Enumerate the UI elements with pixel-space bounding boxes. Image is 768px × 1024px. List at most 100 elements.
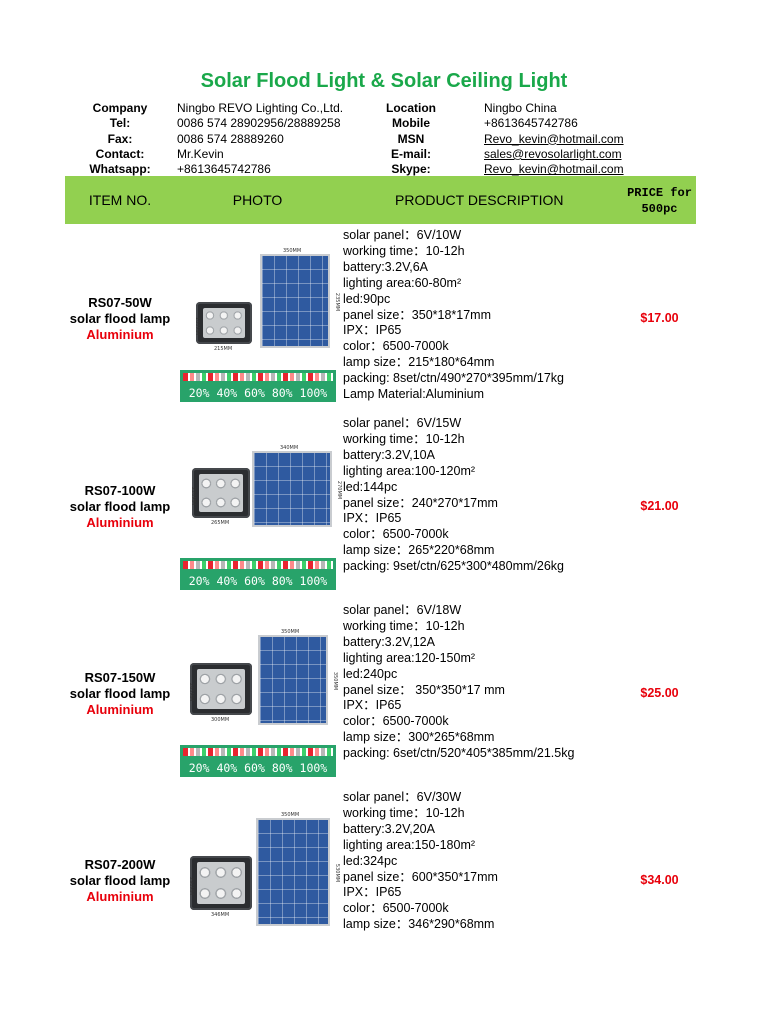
contact-row: Tel: 0086 574 28902956/28889258 Mobile +…	[64, 116, 704, 131]
contact-value: Mr.Kevin	[177, 146, 224, 161]
price-cell: $25.00	[640, 686, 679, 700]
contact-value: Ningbo China	[484, 101, 557, 115]
battery-level-strip: 20% 40% 60% 80% 100%	[180, 745, 336, 777]
contact-value: +8613645742786	[177, 162, 271, 177]
spec-line: lamp size：215*180*64mm	[343, 355, 495, 370]
contact-label: Contact:	[95, 146, 145, 161]
solar-panel-graphic	[258, 635, 328, 725]
spec-line: lamp size：265*220*68mm	[343, 543, 495, 558]
contact-label: Fax:	[107, 131, 133, 146]
spec-line: panel size：350*18*17mm	[343, 307, 492, 322]
item-material: Aluminium	[86, 702, 154, 717]
item-type: solar flood lamp	[69, 686, 171, 701]
spec-line: solar panel：6V/10W	[343, 228, 462, 242]
contact-label: E-mail:	[390, 146, 431, 161]
header-price-line2: 500pc	[641, 202, 678, 216]
spec-line: panel size： 350*350*17 mm	[343, 682, 505, 697]
solar-panel-graphic	[260, 254, 330, 348]
spec-line: battery:3.2V,12A	[343, 634, 435, 649]
spec-line: lighting area:120-150m²	[343, 650, 476, 665]
contact-label: Whatsapp:	[89, 162, 151, 177]
dimension-label: 270MM	[336, 480, 343, 500]
spec-line: solar panel：6V/15W	[343, 416, 462, 430]
spec-line: led:90pc	[343, 291, 391, 306]
email-link[interactable]: sales@revosolarlight.com	[484, 146, 622, 161]
item-model: RS07-150W	[84, 670, 156, 685]
battery-level-text: 20% 40% 60% 80% 100%	[188, 761, 328, 775]
table-header: ITEM NO. PHOTO PRODUCT DESCRIPTION PRICE…	[65, 176, 696, 224]
spec-line: working time：10-12h	[343, 243, 465, 258]
lamp-led-array	[199, 474, 243, 512]
page-title: Solar Flood Light & Solar Ceiling Light	[200, 70, 568, 92]
spec-line: lamp size：346*290*68mm	[343, 917, 495, 932]
header-item-no: ITEM NO.	[88, 192, 152, 208]
spec-line: IPX：IP65	[343, 511, 402, 526]
contact-value: +8613645742786	[484, 116, 578, 131]
spec-line: working time：10-12h	[343, 431, 465, 446]
lamp-led-array	[197, 669, 245, 709]
spec-line: battery:3.2V,20A	[343, 821, 435, 836]
spec-line: IPX：IP65	[343, 885, 402, 900]
contact-label: Location	[386, 101, 436, 115]
solar-panel-graphic	[252, 451, 332, 527]
spec-line: battery:3.2V,10A	[343, 447, 435, 462]
price-cell: $34.00	[640, 873, 679, 887]
contact-row: Company Ningbo REVO Lighting Co.,Ltd. Lo…	[64, 101, 704, 116]
spec-line: lamp size：300*265*68mm	[343, 730, 495, 745]
lamp-led-array	[197, 862, 245, 904]
flood-lamp-graphic	[196, 302, 252, 344]
spec-line: packing: 6set/ctn/520*405*385mm/21.5kg	[343, 746, 575, 761]
contact-value: Ningbo REVO Lighting Co.,Ltd.	[177, 101, 344, 115]
battery-level-strip: 20% 40% 60% 80% 100%	[180, 370, 336, 402]
dimension-label: 265MM	[188, 682, 195, 702]
item-material: Aluminium	[86, 889, 154, 904]
dimension-label: 300MM	[211, 717, 230, 723]
contact-info: Company Ningbo REVO Lighting Co.,Ltd. Lo…	[64, 101, 704, 177]
msn-link[interactable]: Revo_kevin@hotmail.com	[484, 131, 624, 146]
spec-line: led:240pc	[343, 666, 398, 681]
dimension-label: 235MM	[334, 292, 341, 312]
item-type: solar flood lamp	[69, 499, 171, 514]
spec-line: lighting area:60-80m²	[343, 275, 462, 290]
item-material: Aluminium	[86, 515, 154, 530]
contact-label: Skype:	[391, 162, 431, 177]
item-model: RS07-100W	[84, 483, 156, 498]
header-description: PRODUCT DESCRIPTION	[395, 192, 564, 208]
item-material: Aluminium	[86, 327, 154, 342]
contact-value: 0086 574 28889260	[177, 131, 284, 146]
header-photo: PHOTO	[232, 192, 283, 208]
spec-line: led:324pc	[343, 853, 398, 868]
spec-line: lighting area:100-120m²	[343, 463, 476, 478]
spec-line: Lamp Material:Aluminium	[343, 387, 485, 402]
contact-label: Mobile	[392, 116, 430, 131]
dimension-label: 350MM	[283, 248, 302, 254]
dimension-label: 350MM	[281, 629, 300, 635]
spec-line: packing: 8set/ctn/490*270*395mm/17kg	[343, 371, 564, 386]
spec-line: solar panel：6V/30W	[343, 790, 462, 804]
flood-lamp-graphic	[190, 663, 252, 715]
battery-level-bars	[183, 748, 333, 756]
dimension-label: 290MM	[188, 876, 195, 896]
spec-line: solar panel：6V/18W	[343, 603, 462, 617]
skype-link[interactable]: Revo_kevin@hotmail.com	[484, 162, 624, 177]
contact-label: Tel:	[109, 116, 131, 131]
spec-line: working time：10-12h	[343, 805, 465, 820]
spec-line: color：6500-7000k	[343, 339, 449, 354]
